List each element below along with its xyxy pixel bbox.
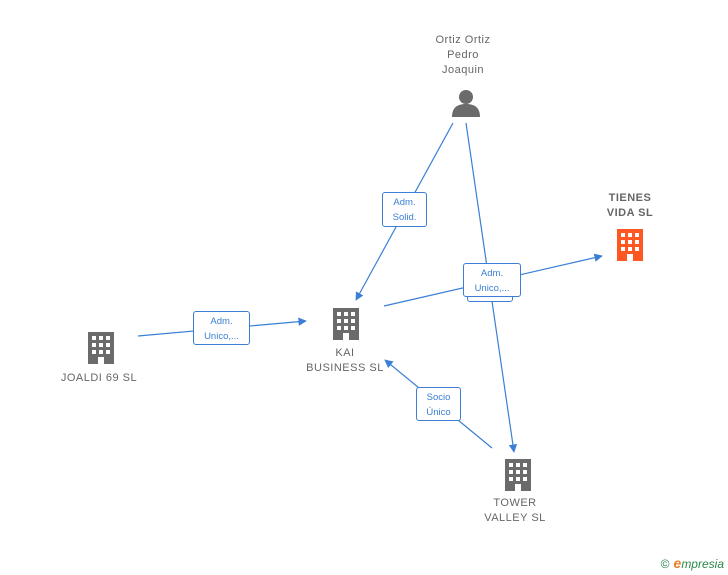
node-label-kai[interactable]: KAI BUSINESS SL — [306, 347, 384, 374]
node-label-tienes[interactable]: TIENES VIDA SL — [606, 192, 654, 219]
building-icon[interactable] — [331, 306, 361, 342]
building-icon[interactable] — [615, 227, 645, 263]
node-label-ortiz[interactable]: Ortiz Ortiz Pedro Joaquin — [435, 34, 491, 76]
brand-logo-initial: e — [673, 555, 682, 571]
node-label-joaldi[interactable]: JOALDI 69 SL — [60, 372, 138, 384]
edge-label-joaldi-kai[interactable]: Adm. Unico,... — [193, 311, 250, 345]
brand-logo-text: mpresia — [681, 557, 724, 571]
brand-footer: ©empresia — [661, 555, 724, 571]
copyright-symbol: © — [660, 557, 670, 571]
building-icon[interactable] — [86, 330, 116, 366]
edge-label-tower-kai[interactable]: Socio Único — [416, 387, 461, 421]
node-label-tower[interactable]: TOWER VALLEY SL — [484, 497, 546, 524]
edge-label-ortiz-kai[interactable]: Adm. Solid. — [382, 192, 427, 227]
edge-label-kai-tienes[interactable]: Adm. Unico,... — [463, 263, 521, 297]
person-icon[interactable] — [451, 88, 481, 118]
building-icon[interactable] — [503, 457, 533, 493]
